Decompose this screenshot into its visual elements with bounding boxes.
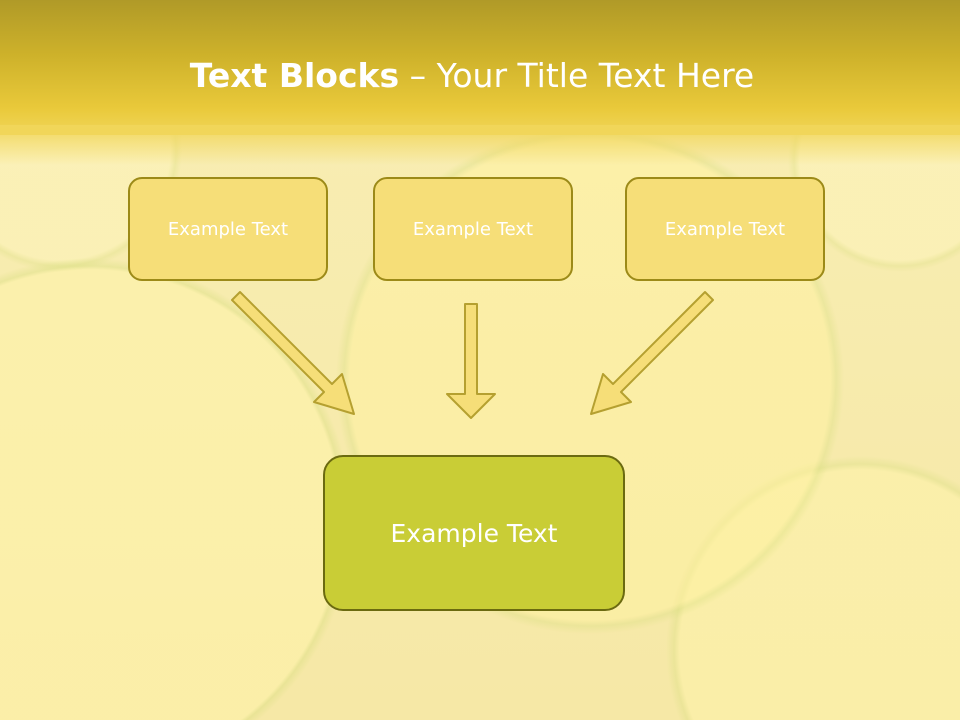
slide-title-rest: – Your Title Text Here — [399, 56, 755, 95]
title-band-fade — [0, 125, 960, 165]
text-block-left: Example Text — [128, 177, 328, 281]
text-block-right-label: Example Text — [664, 218, 786, 240]
slide-title-bold: Text Blocks — [189, 56, 400, 95]
main-text-block-label: Example Text — [390, 518, 558, 548]
text-block-center-label: Example Text — [412, 218, 534, 240]
slide-title: Text Blocks – Your Title Text Here — [0, 54, 944, 98]
title-band — [0, 0, 960, 135]
text-block-center: Example Text — [373, 177, 573, 281]
main-text-block: Example Text — [323, 455, 625, 611]
arrow-right-down-left — [590, 291, 714, 415]
text-block-right: Example Text — [625, 177, 825, 281]
arrow-left-down-right — [231, 291, 355, 415]
text-block-left-label: Example Text — [167, 218, 289, 240]
arrow-center-down — [446, 303, 496, 419]
